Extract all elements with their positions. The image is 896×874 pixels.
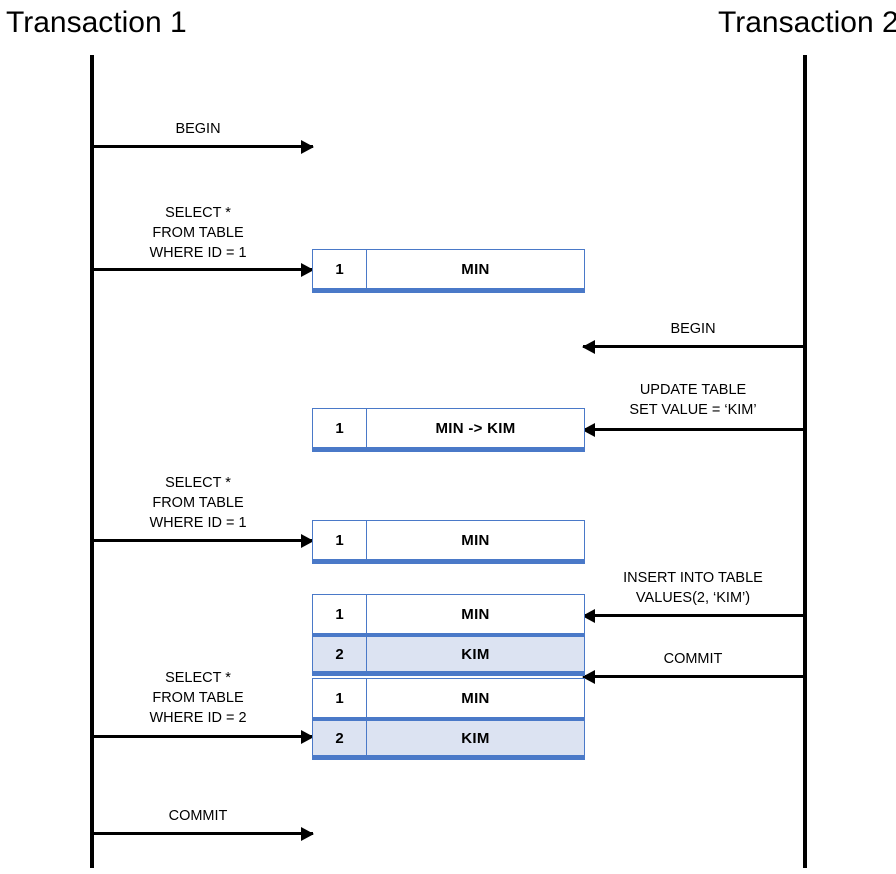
- cell-value: MIN -> KIM: [435, 419, 516, 437]
- cell-id: 1: [313, 409, 367, 447]
- table-row: 1 MIN: [313, 595, 584, 633]
- cell-id: 1: [313, 521, 367, 559]
- cell-id: 1: [313, 250, 367, 288]
- message-label-m3: BEGIN: [670, 321, 716, 337]
- message-label-m6: INSERT INTO TABLE VALUES(2, ‘KIM’): [623, 570, 763, 606]
- message-label-m8: SELECT * FROM TABLE WHERE ID = 2: [149, 670, 247, 726]
- cell-value: MIN: [461, 260, 490, 278]
- arrow-shaft: [92, 539, 313, 542]
- arrowhead-left-icon: [582, 669, 595, 684]
- arrow-shaft: [92, 735, 313, 738]
- arrow-shaft: [92, 832, 313, 835]
- record-table: 1 MIN: [312, 520, 585, 564]
- cell-id: 2: [313, 637, 367, 671]
- message-label-m1: BEGIN: [175, 121, 221, 137]
- message-label-m2: SELECT * FROM TABLE WHERE ID = 1: [149, 205, 247, 261]
- arrowhead-right-icon: [301, 139, 314, 154]
- arrow-shaft: [583, 428, 805, 431]
- arrowhead-left-icon: [582, 339, 595, 354]
- message-label-m4: UPDATE TABLE SET VALUE = ‘KIM’: [629, 382, 757, 418]
- table-row: 2 KIM: [313, 633, 584, 671]
- lifeline-transaction-1: [90, 55, 94, 868]
- lane-title-transaction-1: Transaction 1: [6, 6, 187, 39]
- arrow-shaft: [92, 268, 313, 271]
- record-table: 1 MIN 2 KIM: [312, 594, 585, 676]
- message-label-m9: COMMIT: [168, 808, 228, 824]
- lane-title-transaction-2: Transaction 2: [718, 6, 896, 39]
- arrow-shaft: [583, 675, 805, 678]
- cell-value: MIN: [461, 605, 490, 623]
- arrowhead-left-icon: [582, 422, 595, 437]
- arrowhead-right-icon: [301, 533, 314, 548]
- arrowhead-right-icon: [301, 262, 314, 277]
- cell-value: MIN: [461, 689, 490, 707]
- arrowhead-left-icon: [582, 608, 595, 623]
- arrow-shaft: [92, 145, 313, 148]
- cell-value: KIM: [461, 729, 490, 747]
- arrow-shaft: [583, 345, 805, 348]
- record-table: 1 MIN -> KIM: [312, 408, 585, 452]
- cell-id: 2: [313, 721, 367, 755]
- table-row: 1 MIN: [313, 521, 584, 559]
- arrowhead-right-icon: [301, 826, 314, 841]
- arrowhead-right-icon: [301, 729, 314, 744]
- table-row: 1 MIN: [313, 250, 584, 288]
- table-row: 1 MIN -> KIM: [313, 409, 584, 447]
- table-row: 2 KIM: [313, 717, 584, 755]
- lifeline-transaction-2: [803, 55, 807, 868]
- message-label-m5: SELECT * FROM TABLE WHERE ID = 1: [149, 475, 247, 531]
- record-table: 1 MIN 2 KIM: [312, 678, 585, 760]
- cell-id: 1: [313, 595, 367, 633]
- cell-value: MIN: [461, 531, 490, 549]
- cell-value: KIM: [461, 645, 490, 663]
- cell-id: 1: [313, 679, 367, 717]
- table-row: 1 MIN: [313, 679, 584, 717]
- message-label-m7: COMMIT: [663, 651, 723, 667]
- arrow-shaft: [583, 614, 805, 617]
- record-table: 1 MIN: [312, 249, 585, 293]
